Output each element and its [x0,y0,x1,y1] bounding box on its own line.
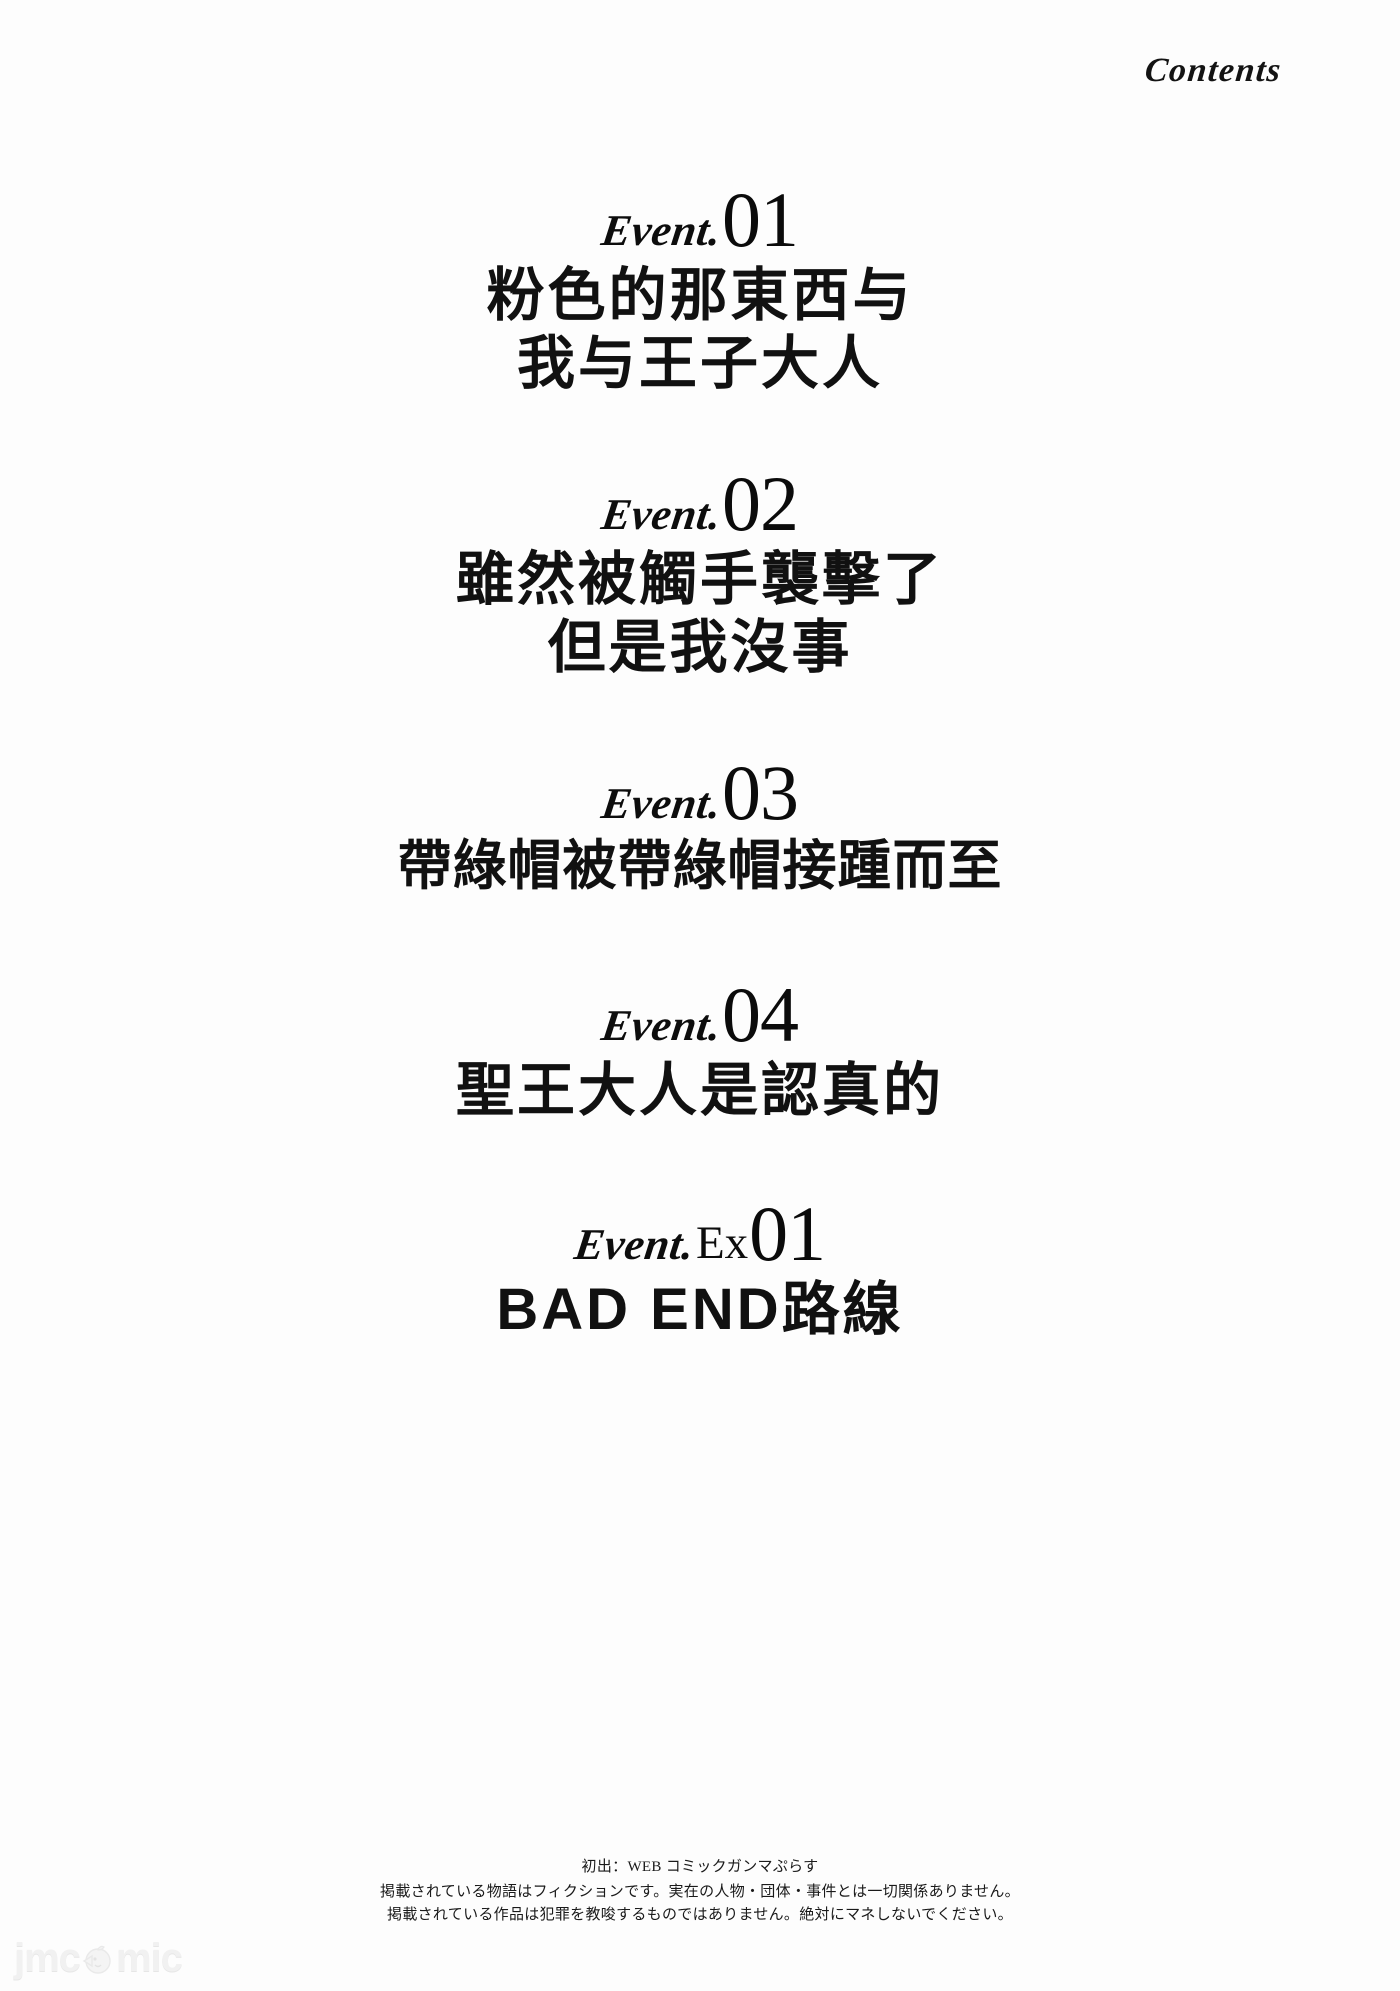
footer-source: 初出：WEB コミックガンマぷらす [581,1859,819,1876]
entry-title: 聖王大人是認真的 [456,1057,944,1125]
toc-entry-04[interactable]: Event. 04 聖王大人是認真的 [0,973,1400,1125]
title-line: BAD END路線 [496,1277,904,1343]
footer-disclaimer-2: 掲載されている作品は犯罪を教唆するものではありません。絶対にマネしないでください… [387,1906,1013,1923]
event-label: Event. [571,1220,698,1270]
entry-title: BAD END路線 [496,1276,903,1344]
event-label: Event. [598,489,725,539]
event-number: 04 [722,970,799,1058]
entry-title: 粉色的那東西与 我与王子大人 [486,262,913,398]
event-number: 01 [749,1190,826,1278]
footer: 初出：WEB コミックガンマぷらす 掲載されている物語はフィクションです。実在の… [0,1856,1400,1927]
event-label: Event. [598,206,725,255]
event-number-line: Event. 03 [598,749,799,837]
event-number-line: Event. 02 [598,459,799,547]
entry-title: 雖然被觸手襲擊了 但是我沒事 [456,546,944,682]
toc-entry-02[interactable]: Event. 02 雖然被觸手襲擊了 但是我沒事 [0,462,1400,682]
page-title: Contents [1143,52,1284,89]
toc-entry-01[interactable]: Event. 01 粉色的那東西与 我与王子大人 [0,178,1400,398]
title-line: 帶綠帽被帶綠帽接踵而至 [397,836,1003,897]
entry-title: 帶綠帽被帶綠帽接踵而至 [398,835,1003,898]
event-number: 02 [722,459,799,547]
toc-entry-03[interactable]: Event. 03 帶綠帽被帶綠帽接踵而至 [0,751,1400,898]
event-number: 01 [722,176,799,263]
watermark-jmcomic: jmc mic [14,1936,183,1981]
event-number-line: Event. Ex 01 [571,1190,826,1278]
table-of-contents: Event. 01 粉色的那東西与 我与王子大人 Event. 02 雖然被觸手… [0,178,1400,1344]
footer-disclaimer-1: 掲載されている物語はフィクションです。実在の人物・団体・事件とは一切関係ありませ… [380,1883,1020,1900]
event-label: Event. [598,779,725,829]
event-label: Event. [598,1000,725,1050]
toc-entry-ex01[interactable]: Event. Ex 01 BAD END路線 [0,1192,1400,1344]
watermark-text-left: jmc [14,1936,81,1980]
title-line: 聖王大人是認真的 [455,1057,944,1123]
event-prefix: Ex [695,1217,749,1270]
event-number: 03 [722,749,799,837]
whale-icon [81,1942,115,1976]
event-number-line: Event. 01 [598,176,799,263]
title-line: 但是我沒事 [547,614,853,680]
title-line: 雖然被觸手襲擊了 [455,546,944,612]
watermark-text-right: mic [115,1936,183,1980]
title-line: 我与王子大人 [516,330,883,396]
title-line: 粉色的那東西与 [486,263,914,328]
event-number-line: Event. 04 [598,970,799,1058]
